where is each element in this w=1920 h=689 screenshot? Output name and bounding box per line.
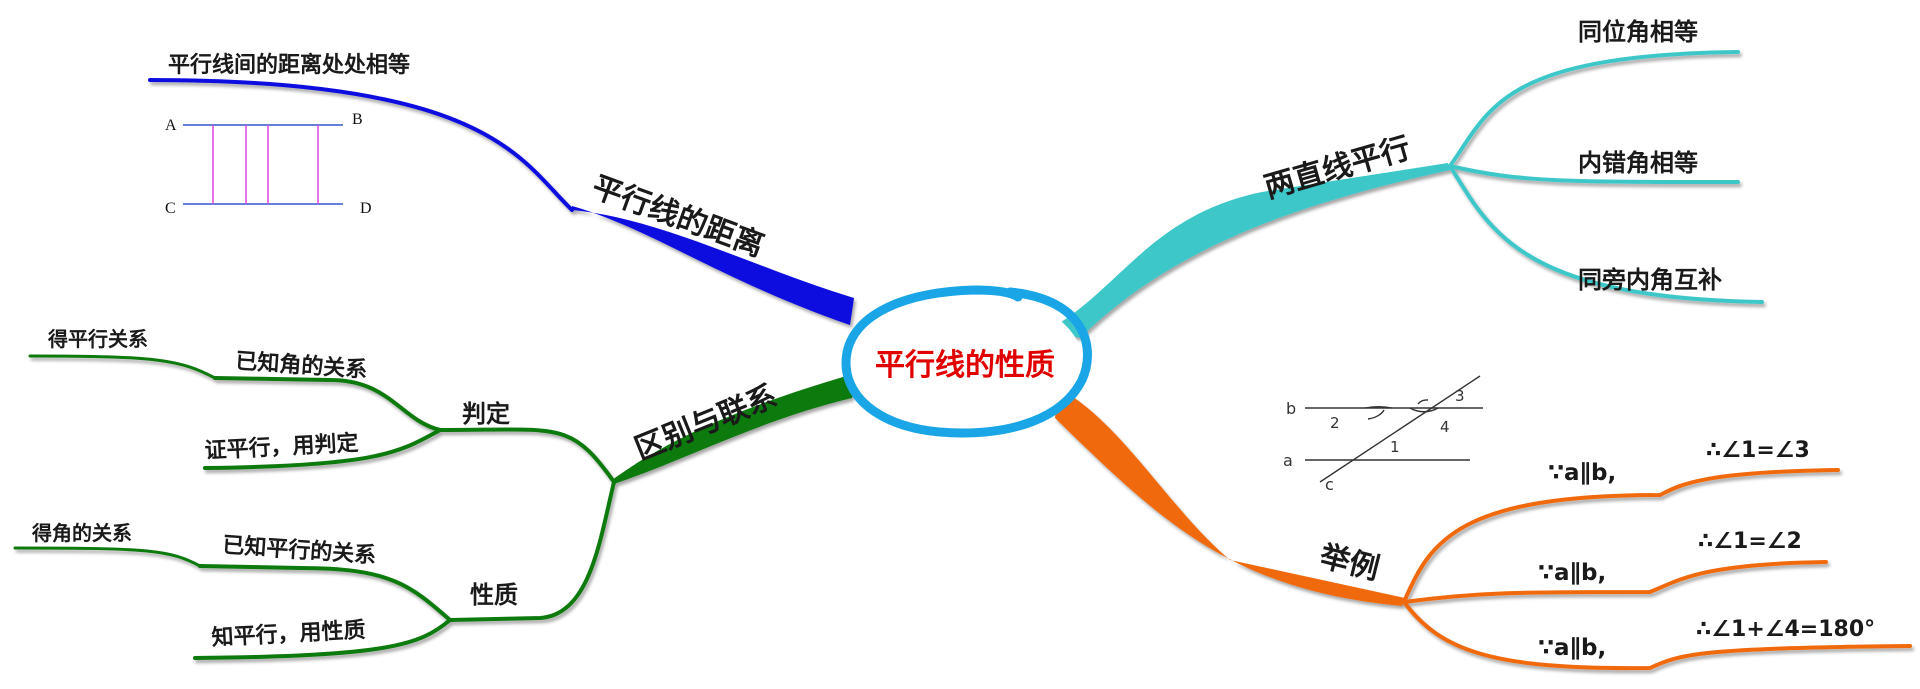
point-b-label: B [352, 111, 363, 128]
angle-figure [1305, 375, 1483, 483]
parallel-child-3: 同旁内角互补 [1578, 266, 1722, 294]
line-a-label: a [1283, 451, 1293, 470]
judge-line-1 [213, 376, 442, 432]
property-line-1-leaf [13, 546, 202, 568]
line-c-label: c [1325, 475, 1334, 494]
center-title: 平行线的性质 [875, 348, 1055, 383]
branch-relation-trunk [612, 372, 860, 484]
branch-example-label: 举例 [1315, 539, 1383, 588]
center-bubble [847, 291, 1083, 435]
judge-line-2 [203, 428, 442, 470]
point-d-label: D [360, 200, 372, 217]
judge-label: 判定 [462, 400, 510, 428]
example-premise-1: ∵a∥b, [1548, 460, 1616, 486]
judge-line-1-leaf [28, 354, 217, 380]
property-child-1: 已知平行的关系 [222, 532, 377, 569]
line-b-label: b [1286, 399, 1296, 418]
branch-parallel-line-2 [1448, 164, 1740, 184]
angle-figure-labels: a b c 1 2 3 4 [1283, 387, 1465, 494]
property-child-2: 知平行，用性质 [211, 617, 366, 651]
property-child-1-leaf: 得角的关系 [31, 521, 132, 545]
property-label: 性质 [470, 581, 518, 609]
angle-2-label: 2 [1330, 414, 1340, 432]
branch-distance-leaf: 平行线间的距离处处相等 [168, 52, 410, 78]
branch-distance-trunk [572, 206, 854, 325]
angle-4-label: 4 [1440, 418, 1450, 436]
angle-1-label: 1 [1390, 438, 1400, 456]
example-conclusion-3: ∴∠1+∠4=180° [1696, 617, 1875, 642]
central-topic: 平行线的性质 [841, 285, 1092, 438]
example-premise-3: ∵a∥b, [1538, 635, 1606, 661]
branch-example-line-3 [1402, 600, 1912, 671]
property-line-2 [193, 618, 452, 660]
example-conclusion-1: ∴∠1=∠3 [1706, 438, 1810, 463]
angle-3-label: 3 [1455, 387, 1465, 405]
distance-figure: A B C D [165, 111, 372, 217]
example-premise-2: ∵a∥b, [1538, 560, 1606, 586]
branch-parallel [1048, 50, 1764, 338]
branch-distance [148, 78, 854, 325]
point-c-label: C [165, 200, 176, 217]
branch-relation [13, 354, 860, 660]
branch-parallel-line-1 [1448, 50, 1740, 168]
relation-line-lower [448, 480, 616, 622]
branch-example [1055, 388, 1912, 671]
branch-distance-leaf-line [148, 78, 574, 212]
parallel-child-1: 同位角相等 [1578, 18, 1698, 46]
center-ring [841, 285, 1092, 438]
judge-child-1-leaf: 得平行关系 [47, 327, 148, 351]
example-conclusion-2: ∴∠1=∠2 [1698, 529, 1802, 554]
relation-line-upper [438, 427, 616, 484]
property-line-1 [198, 564, 452, 622]
parallel-child-2: 内错角相等 [1578, 149, 1698, 177]
branch-example-line-1 [1402, 468, 1840, 604]
branch-parallel-trunk [1048, 163, 1450, 338]
point-a-label: A [165, 117, 177, 134]
judge-child-2: 证平行，用判定 [204, 430, 359, 464]
branch-parallel-line-3 [1448, 164, 1764, 304]
branch-example-line-2 [1402, 560, 1828, 604]
